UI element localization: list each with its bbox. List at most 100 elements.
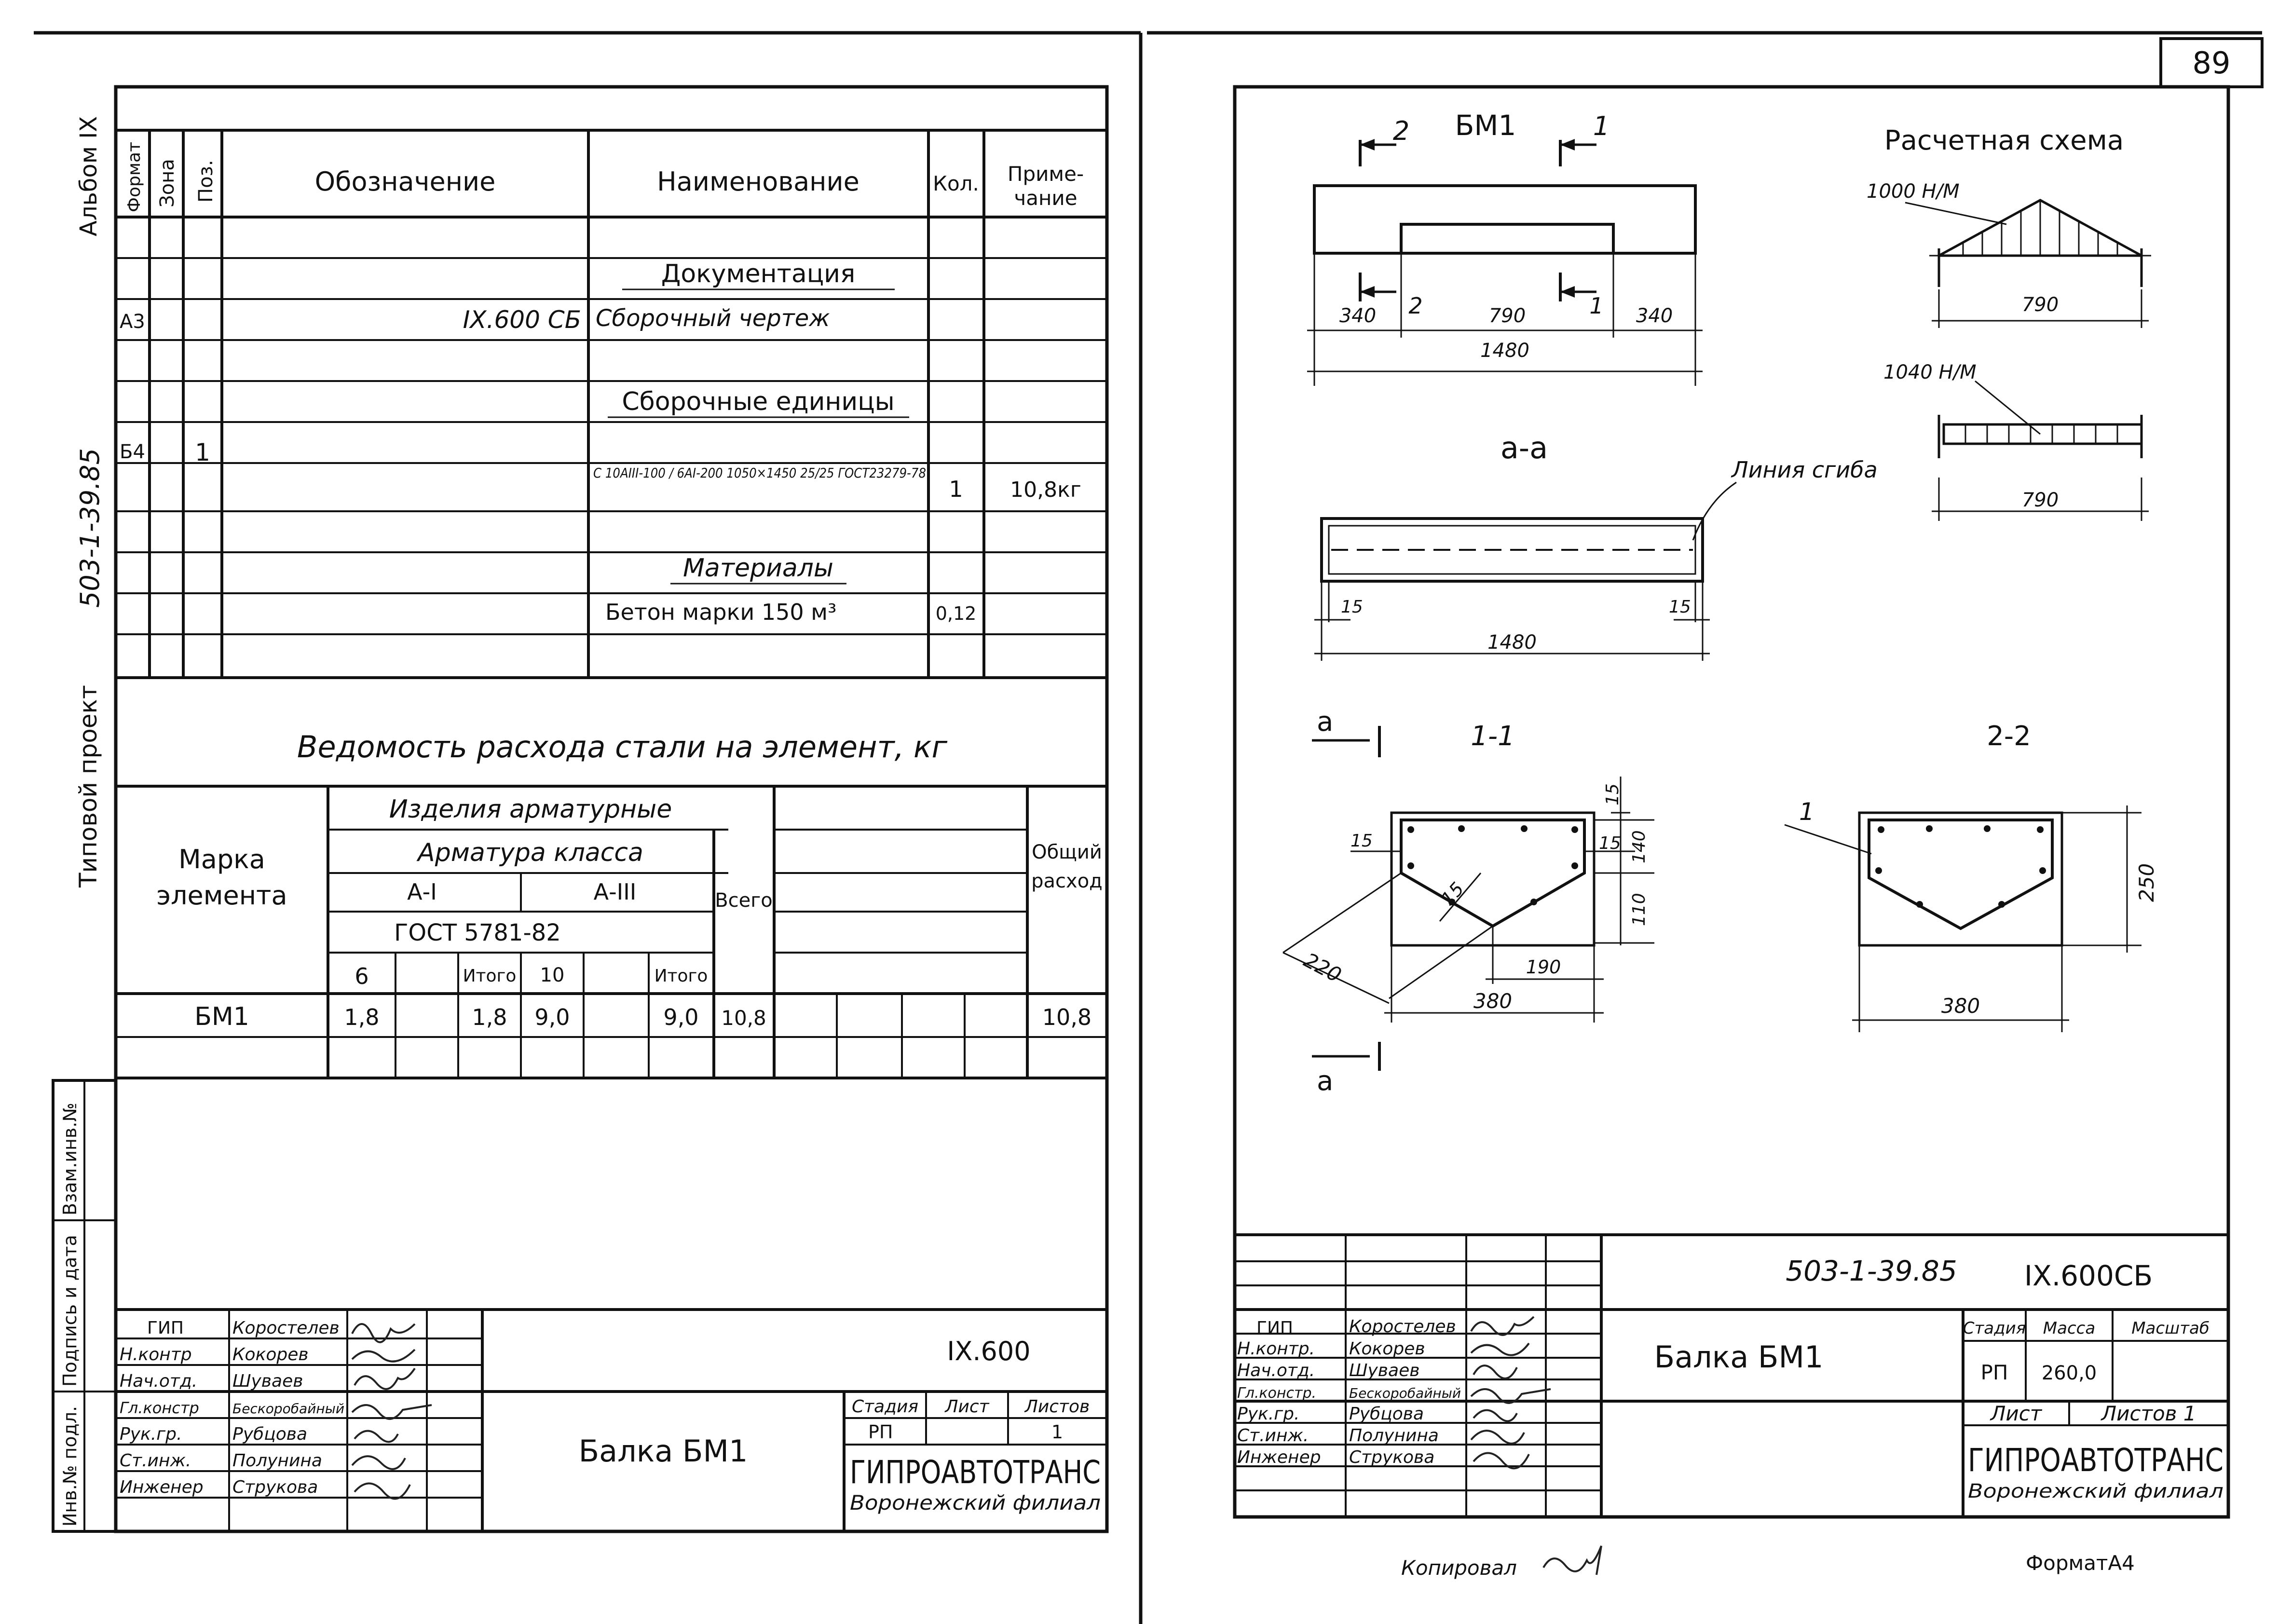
section-aa-title: а-а: [1500, 430, 1548, 465]
project-label: Типовой проект: [74, 685, 102, 888]
steel-h-10: 10: [540, 964, 565, 986]
stamp-left-sheets: 1: [1051, 1421, 1063, 1443]
person-name: Струкова: [1349, 1447, 1434, 1467]
steel-title: Ведомость расхода стали на элемент, кг: [297, 729, 948, 764]
dim-220: 220: [1300, 948, 1345, 987]
load-1040: 1040 Н/М: [1883, 361, 1977, 383]
steel-h-a1: А-I: [407, 879, 437, 905]
scheme-title: Расчетная схема: [1884, 125, 2124, 156]
person-name: Коростелев: [232, 1318, 340, 1338]
beam-title: БМ1: [1455, 109, 1516, 142]
album-label: Альбом IX: [75, 116, 102, 236]
person-role: ГИП: [147, 1318, 184, 1338]
person-role: Нач.отд.: [120, 1371, 197, 1391]
spec-row-asm-designation: IX.600 СБ: [463, 306, 581, 334]
spec-header-note: Приме-чание: [1008, 162, 1084, 210]
person-name: Коростелев: [1349, 1317, 1456, 1337]
copied-signature: [1542, 1545, 1602, 1575]
cut-label-2-bottom: 2: [1408, 293, 1422, 319]
section-22-title: 2-2: [1987, 721, 2031, 752]
dim-15-11-left: 15: [1350, 831, 1373, 851]
right-frame: [1233, 85, 2230, 1519]
spec-row-materials-name: Материалы: [683, 554, 833, 583]
stamp-left-sheets-h: Листов: [1024, 1397, 1090, 1417]
mark-a-bottom: а: [1317, 1065, 1333, 1097]
dim-340-right: 340: [1636, 305, 1673, 327]
person-role: ГИП: [1256, 1318, 1293, 1338]
spec-row-doc-name: Документация: [661, 259, 855, 288]
plan-aa: [1314, 481, 1737, 661]
steel-row-d10: 9,0: [534, 1004, 570, 1030]
person-name: Струкова: [232, 1477, 318, 1497]
dim-380-11: 380: [1473, 989, 1512, 1013]
pos-1-callout: 1: [1799, 798, 1814, 826]
spec-row-asm-format: А3: [120, 311, 145, 333]
steel-h-itogo2: Итого: [655, 966, 708, 986]
stamp-right-sheet-h: Лист: [1990, 1402, 2043, 1425]
person-role: Ст.инж.: [120, 1451, 191, 1471]
stamp-right-mass: 260,0: [2042, 1362, 2097, 1384]
spec-row-unit-format: Б4: [120, 441, 145, 463]
steel-h-vsego: Всего: [715, 889, 773, 912]
person-name: Кокорев: [232, 1345, 309, 1365]
person-role: Инженер: [120, 1477, 204, 1497]
spec-row-unit-pos: 1: [195, 438, 210, 466]
steel-h-6: 6: [355, 963, 368, 989]
dim-140: 140: [1629, 830, 1649, 863]
dim-250: 250: [2135, 863, 2158, 902]
spec-header-format: Формат: [124, 142, 144, 212]
steel-row-mark: БМ1: [194, 1002, 249, 1031]
stamp-right-org: ГИПРОАВТОТРАНС: [1968, 1442, 2223, 1479]
spec-row-concrete-qty: 0,12: [936, 603, 977, 624]
spec-row-unit-qty: 1: [949, 476, 963, 502]
steel-h-itogo1: Итого: [463, 966, 517, 986]
spec-header-qty: Кол.: [933, 172, 979, 195]
steel-row-itogo1: 1,8: [472, 1004, 507, 1030]
dim-1480: 1480: [1480, 340, 1529, 362]
person-role: Ст.инж.: [1237, 1426, 1309, 1446]
spec-row-concrete-name: Бетон марки 150 м³: [605, 599, 836, 625]
stamp-left-people: ГИП Коростелев Н.контр Кокорев Нач.отд. …: [120, 1318, 344, 1497]
person-name: Кокорев: [1349, 1339, 1425, 1359]
stamp-right-signatures: [1470, 1316, 1551, 1470]
stamp-right-people: ГИП Коростелев Н.контр. Кокорев Нач.отд.…: [1237, 1317, 1461, 1467]
cut-label-1-top: 1: [1593, 111, 1610, 141]
left-side-strip: [52, 1079, 117, 1533]
dim-15-11-top: 15: [1603, 783, 1623, 805]
dim-15-left: 15: [1341, 597, 1363, 617]
person-role: Н.контр: [120, 1345, 192, 1365]
stamp-right-stage-h: Стадия: [1963, 1319, 2026, 1338]
mark-a-top: а: [1317, 706, 1333, 737]
stamp-left-signatures: [351, 1323, 432, 1500]
steel-row-itogo2: 9,0: [663, 1004, 698, 1030]
stamp-left-branch: Воронежский филиал: [850, 1491, 1101, 1515]
dim-380-22: 380: [1941, 994, 1980, 1018]
person-role: Н.контр.: [1237, 1339, 1315, 1359]
scheme-uniform-load: [1932, 380, 2149, 521]
steel-row-vsego: 10,8: [721, 1006, 766, 1030]
sidebar-inv: Инв.№ подл.: [59, 1406, 81, 1527]
stamp-right-branch: Воронежский филиал: [1968, 1480, 2223, 1502]
stamp-right-stage: РП: [1981, 1361, 2008, 1384]
person-role: Нач.отд.: [1237, 1361, 1315, 1380]
cut-label-1-bottom: 1: [1589, 293, 1603, 319]
spec-header-zone: Зона: [156, 159, 178, 207]
steel-h-izd: Изделия арматурные: [389, 795, 672, 824]
spec-header-designation: Обозначение: [315, 166, 496, 197]
person-name: Полунина: [232, 1451, 322, 1471]
stamp-right-sheets-h: Листов 1: [2101, 1402, 2196, 1425]
person-role: Гл.констр.: [1237, 1385, 1316, 1402]
stamp-right-title: Балка БМ1: [1654, 1339, 1824, 1375]
person-name: Бескоробайный: [1349, 1385, 1461, 1401]
dim-340-left: 340: [1339, 305, 1376, 327]
sidebar-podp: Подпись и дата: [59, 1235, 81, 1387]
dim-190: 190: [1526, 956, 1561, 978]
scheme-span-1: 790: [2022, 294, 2059, 316]
page-number: 89: [2193, 45, 2231, 81]
scheme-triangular-load: [1905, 199, 2151, 328]
steel-row-d6: 1,8: [344, 1004, 379, 1030]
spec-header-pos: Поз.: [195, 160, 217, 203]
spec-row-asm-name: Сборочный чертеж: [596, 305, 830, 332]
person-role: Инженер: [1237, 1447, 1321, 1467]
